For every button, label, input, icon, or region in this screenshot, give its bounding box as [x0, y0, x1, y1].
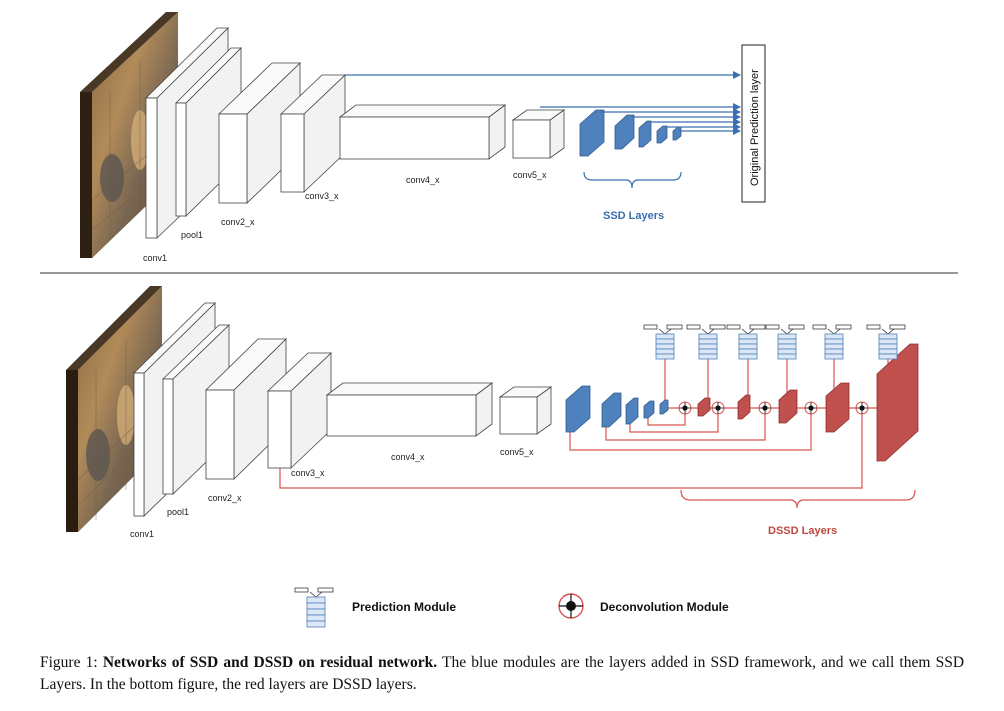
prediction-module-legend-stack: [294, 587, 334, 628]
prediction-module-2: [686, 324, 726, 360]
input-image-top: [80, 12, 179, 258]
prediction-module-4: [765, 324, 805, 360]
deconv-module-1: [678, 401, 692, 415]
label-conv2-bottom: conv2_x: [208, 493, 242, 503]
label-pool1-bottom: pool1: [167, 507, 189, 517]
prediction-module-1: [643, 324, 683, 360]
caption-title: Networks of SSD and DSSD on residual net…: [102, 654, 438, 671]
legend-deconvolution-module: Deconvolution Module: [600, 600, 729, 614]
deconvolution-module-legend-icon: [558, 593, 584, 619]
conv5-block-top: [511, 109, 566, 159]
conv2-block-bottom: [205, 338, 287, 480]
caption-body: The blue modules are the layers added in…: [40, 654, 965, 693]
deconv-module-2: [711, 401, 725, 415]
dssd-network: DSSD Layers conv1 pool1 conv2_x conv3_x …: [66, 286, 919, 539]
label-conv2-top: conv2_x: [221, 217, 255, 227]
deconv-module-5: [855, 401, 869, 415]
label-conv5-bottom: conv5_x: [500, 447, 534, 457]
dssd-layers-bracket: DSSD Layers: [680, 489, 916, 537]
label-conv4-bottom: conv4_x: [391, 452, 425, 462]
label-pool1-top: pool1: [181, 230, 203, 240]
input-image-bottom: [66, 286, 163, 532]
label-conv3-top: conv3_x: [305, 191, 339, 201]
ssd-layers-label: SSD Layers: [603, 210, 664, 222]
ssd-layers-blue: [579, 109, 682, 157]
prediction-modules: [643, 324, 906, 360]
prediction-module-3: [726, 324, 766, 360]
label-conv1-bottom: conv1: [130, 529, 154, 539]
prediction-layer-label: Original Prediction layer: [749, 69, 761, 186]
figure-caption: Figure 1: Networks of SSD and DSSD on re…: [40, 652, 964, 696]
label-conv3-bottom: conv3_x: [291, 468, 325, 478]
caption-prefix: Figure 1:: [40, 654, 103, 671]
ssd-network: Original Prediction layer SSD Layers con…: [80, 12, 766, 263]
conv3-block-bottom: [266, 352, 333, 469]
label-conv4-top: conv4_x: [406, 175, 440, 185]
label-conv5-top: conv5_x: [513, 170, 547, 180]
conv5-block-bottom: [498, 386, 553, 435]
label-conv1-top: conv1: [143, 253, 167, 263]
conv4-block-top: [338, 104, 507, 160]
deconvolution-modules: [678, 401, 869, 415]
network-diagram: Original Prediction layer SSD Layers con…: [40, 12, 958, 628]
prediction-module-6: [866, 324, 906, 360]
ssd-layers-blue-bottom: [565, 385, 669, 433]
prediction-arrows: [345, 71, 741, 135]
prediction-module-legend-icon: [294, 587, 334, 628]
conv3-block-top: [279, 74, 347, 193]
ssd-layers-bracket: SSD Layers: [583, 171, 682, 222]
dssd-layers-red: [697, 343, 919, 462]
deconv-module-4: [804, 401, 818, 415]
dssd-layers-label: DSSD Layers: [768, 525, 837, 537]
original-prediction-layer: Original Prediction layer: [741, 44, 766, 203]
prediction-module-5: [812, 324, 852, 360]
deconv-module-3: [758, 401, 772, 415]
conv4-block-bottom: [325, 382, 494, 437]
conv2-block-top: [218, 62, 301, 204]
legend: Prediction Module Deconvolution Module: [294, 587, 729, 628]
legend-prediction-module: Prediction Module: [352, 600, 456, 614]
